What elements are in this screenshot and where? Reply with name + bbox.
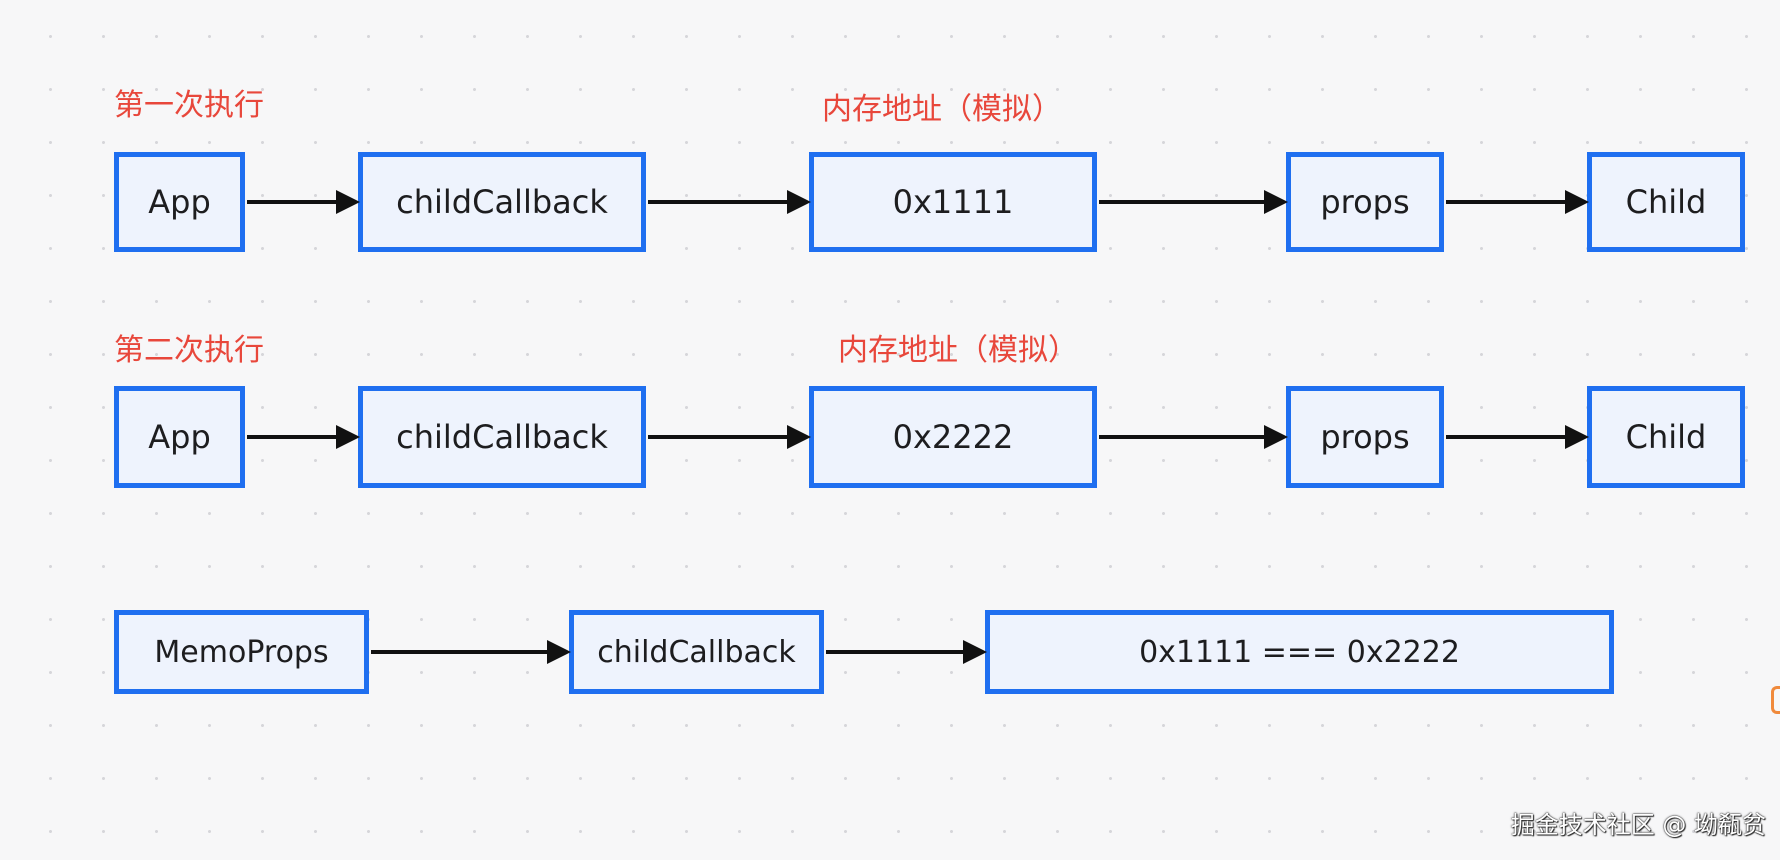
row1-label: 第一次执行 xyxy=(114,88,264,123)
watermark: 掘金技术社区 @ 坳瓻贫 xyxy=(1510,811,1766,839)
row1-node-childcallback: childCallback xyxy=(358,152,646,252)
row2-node-app: App xyxy=(114,386,245,488)
row1-node-props: props xyxy=(1286,152,1444,252)
row2-memory-annotation: 内存地址（模拟） xyxy=(838,333,1078,368)
row1-node-app: App xyxy=(114,152,245,252)
row3-node-memoprops: MemoProps xyxy=(114,610,369,694)
row2-node-address: 0x2222 xyxy=(809,386,1097,488)
row2-label: 第二次执行 xyxy=(114,333,264,368)
row2-node-childcallback: childCallback xyxy=(358,386,646,488)
row2-node-child: Child xyxy=(1587,386,1745,488)
row3-node-comparison: 0x1111 === 0x2222 xyxy=(985,610,1614,694)
row2-node-props: props xyxy=(1286,386,1444,488)
row1-memory-annotation: 内存地址（模拟） xyxy=(822,92,1062,127)
row1-node-child: Child xyxy=(1587,152,1745,252)
edge-handle-icon xyxy=(1771,686,1780,714)
row1-node-address: 0x1111 xyxy=(809,152,1097,252)
row3-node-childcallback: childCallback xyxy=(569,610,824,694)
